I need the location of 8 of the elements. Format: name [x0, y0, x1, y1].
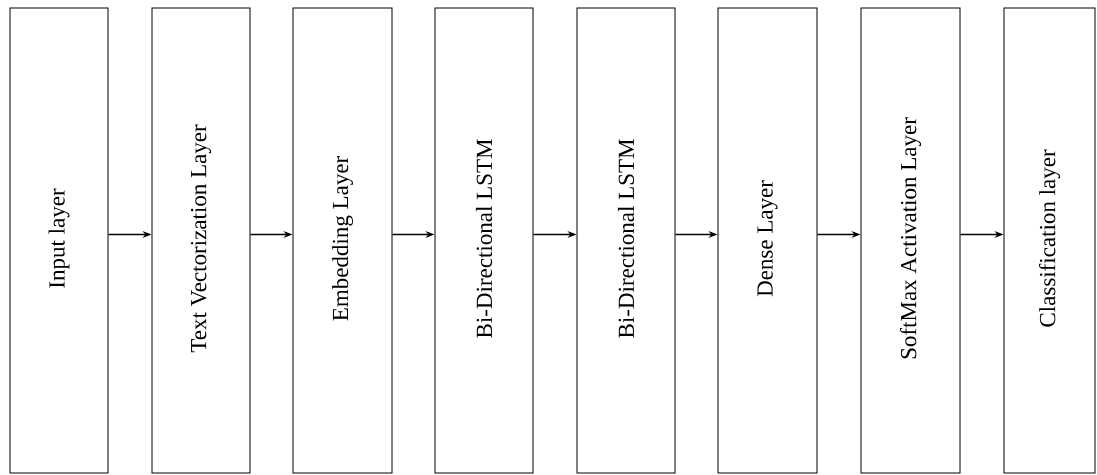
layer-box: Input layer: [9, 7, 109, 474]
layer-box: Bi-Directional LSTM: [576, 7, 676, 474]
layer-box: Bi-Directional LSTM: [434, 7, 534, 474]
layer-box: Dense Layer: [717, 7, 818, 474]
layer-box: SoftMax Activation Layer: [860, 7, 961, 474]
layer-box: Embedding Layer: [292, 7, 393, 474]
layer-box: Text Vectorization Layer: [151, 7, 251, 474]
layer-box: Classification layer: [1003, 7, 1096, 474]
